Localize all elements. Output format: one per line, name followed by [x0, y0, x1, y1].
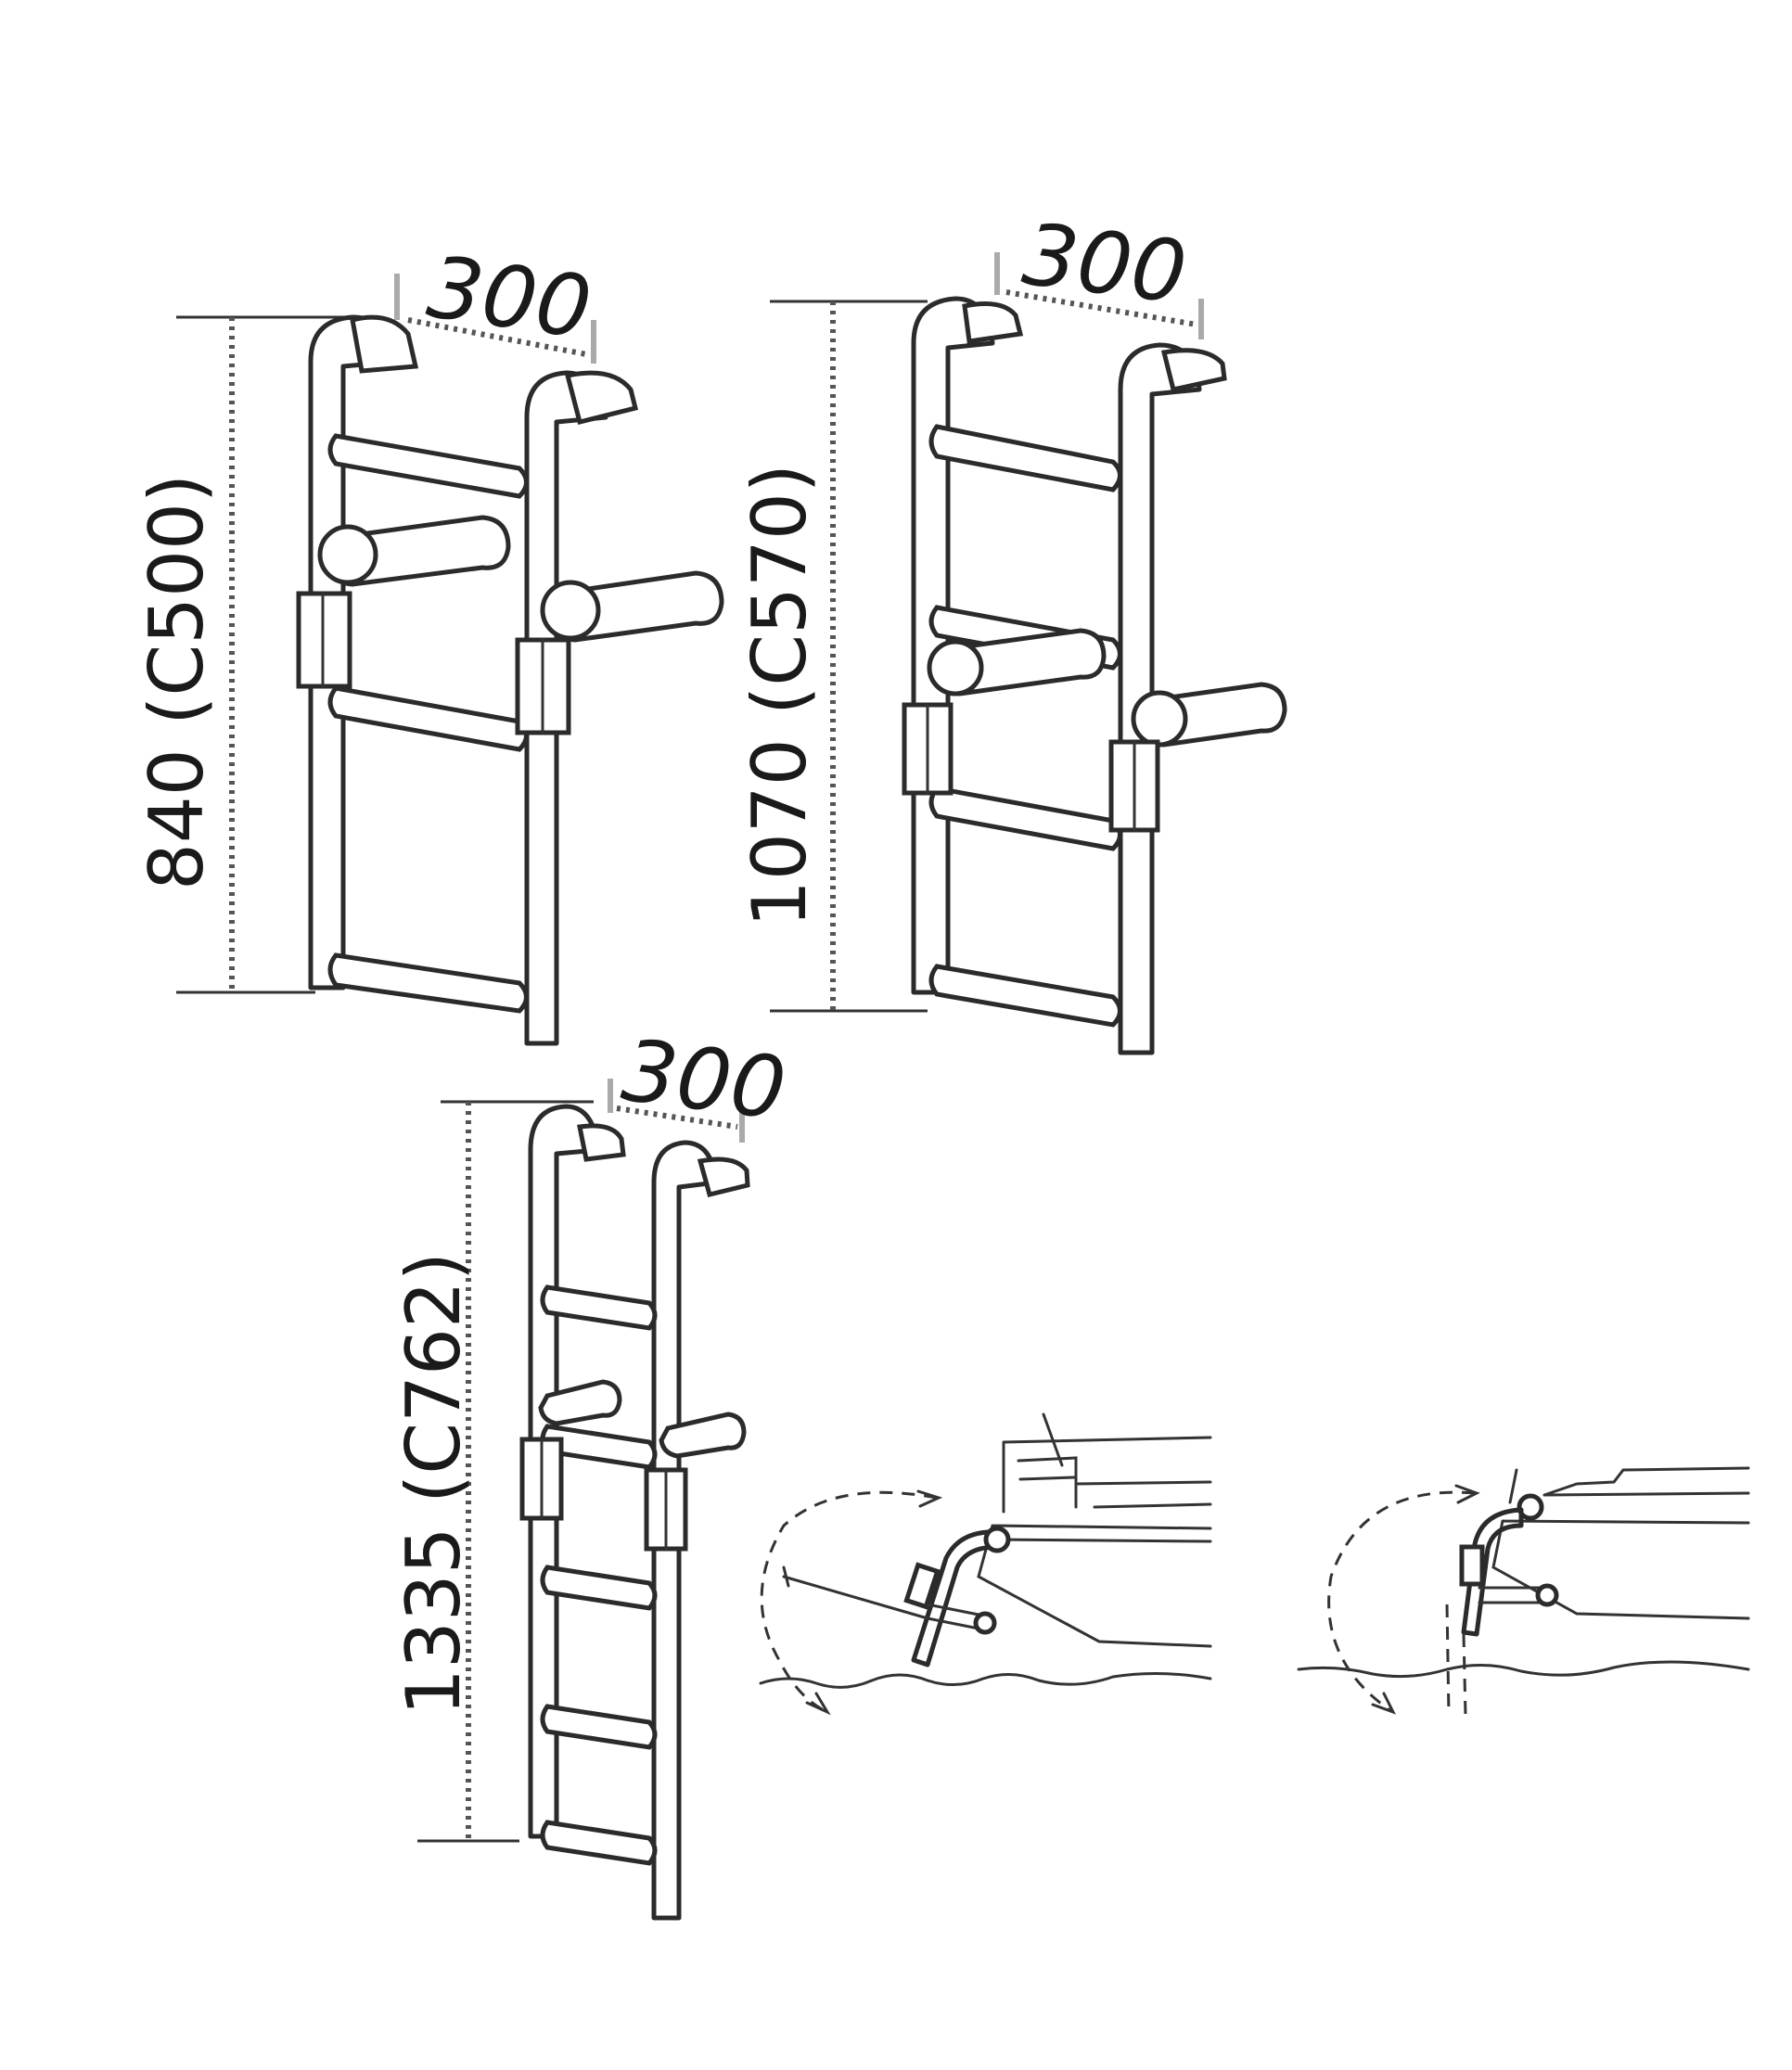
width-dimension-c762	[608, 1079, 745, 1143]
bracket-right-c500	[564, 370, 639, 426]
ladder-c762: 1335 (C762) 300	[390, 1021, 791, 1921]
height-label-c500: 840 (C500)	[134, 474, 220, 890]
ladder-deployed	[911, 1529, 1000, 1668]
width-dimension-c500	[394, 274, 596, 364]
hinges-c570	[902, 702, 1160, 833]
standoffs-c570	[927, 628, 1287, 748]
height-dimension-c762	[417, 1100, 594, 1843]
usage-view-deployed	[759, 1412, 1212, 1716]
bracket-right-c570	[1160, 348, 1227, 392]
width-label-c762: 300	[617, 1021, 790, 1140]
right-rail-c570	[1118, 342, 1202, 1055]
bracket-left-c570	[962, 301, 1024, 344]
bracket-right-c762	[697, 1156, 750, 1198]
width-dimension-c570	[994, 252, 1204, 339]
water-line-folded	[1297, 1660, 1750, 1679]
water-line-deployed	[759, 1671, 1212, 1689]
standoffs-c500	[317, 515, 724, 643]
ladder-c500: 840 (C500) 300	[134, 237, 724, 1046]
steps-c570	[928, 424, 1122, 1028]
steps-c500	[327, 433, 529, 1014]
width-label-c500: 300	[422, 237, 597, 358]
height-dimension-c500	[176, 315, 362, 994]
hinges-c762	[519, 1437, 688, 1552]
height-label-c762: 1335 (C762)	[390, 1252, 477, 1716]
standoffs-c762	[538, 1379, 747, 1459]
boat-cabin	[1002, 1436, 1212, 1514]
hinges-c500	[296, 591, 571, 735]
ladder-folded	[1461, 1507, 1524, 1637]
steps-c762	[540, 1284, 658, 1866]
height-dimension-c570	[770, 300, 928, 1013]
swing-arc-folded	[1327, 1490, 1476, 1713]
ladder-c570: 1070 (C570) 300	[736, 205, 1287, 1055]
width-label-c570: 300	[1018, 205, 1191, 324]
usage-view-folded	[1297, 1466, 1750, 1717]
bracket-left-c500	[350, 314, 419, 374]
boat-hull-2	[1491, 1519, 1750, 1620]
height-label-c570: 1070 (C570)	[736, 464, 823, 927]
swing-arc-deployed	[760, 1490, 938, 1713]
boat-hull	[977, 1524, 1212, 1648]
bracket-left-c762	[577, 1123, 626, 1162]
